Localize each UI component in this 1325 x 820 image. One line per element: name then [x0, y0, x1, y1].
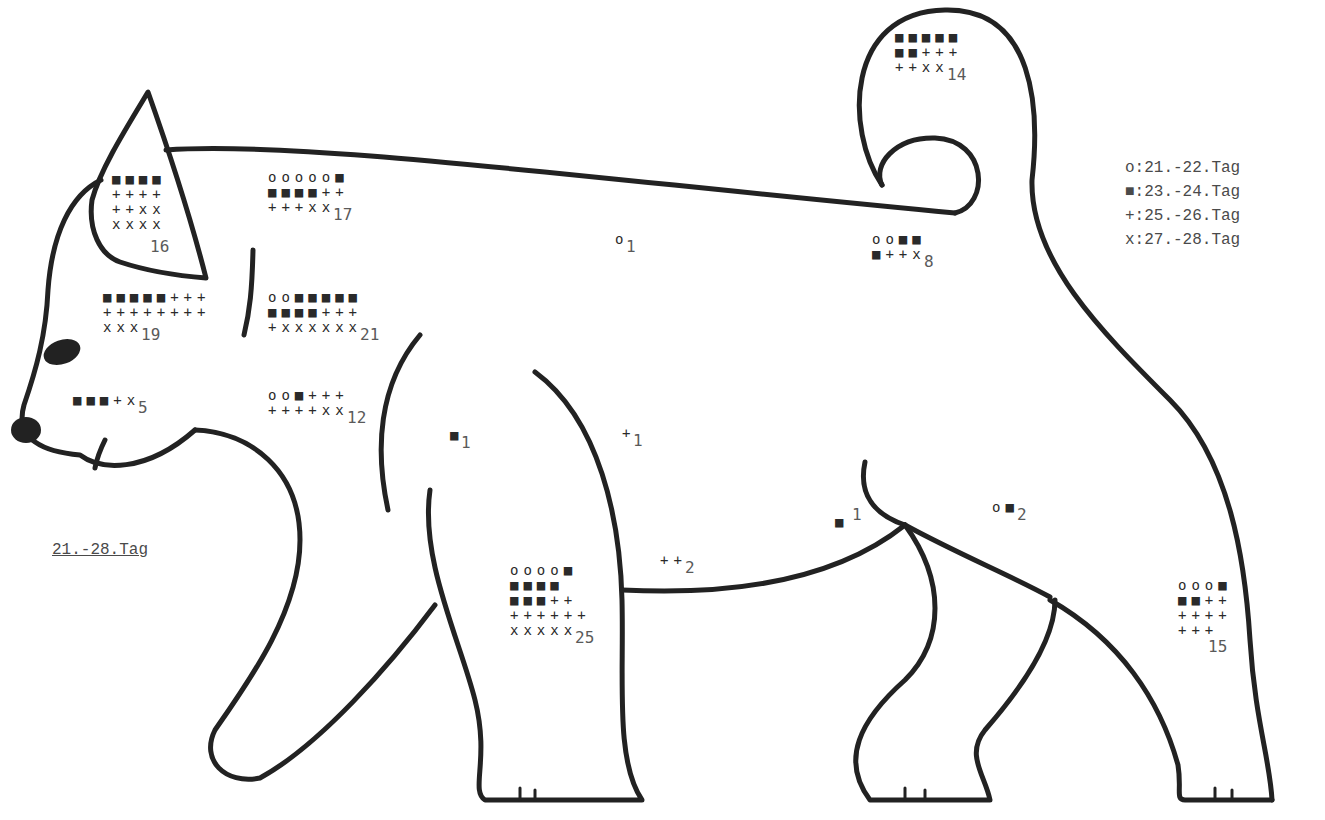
legend-entry: x:27.-28.Tag	[1125, 230, 1240, 250]
cheek-line	[244, 250, 253, 335]
count-number: 1	[626, 238, 636, 256]
symbol-row: +xxxxxx	[268, 320, 362, 335]
symbol-row: ■■+++	[895, 45, 962, 60]
far-hind-leg	[1050, 600, 1272, 800]
count-number: 5	[138, 399, 148, 417]
symbol-row: oo■+++	[268, 388, 349, 403]
symbol-row: ■	[835, 515, 848, 530]
symbol-row: ■■■++	[510, 593, 577, 608]
legend-entry: o:21.-22.Tag	[1125, 158, 1240, 178]
symbol-row: ■■■■■	[895, 30, 962, 45]
period-title: 21.-28.Tag	[52, 540, 148, 560]
symbol-row: ■■■+x	[73, 393, 140, 408]
count-number: 8	[924, 253, 934, 271]
head-outline	[22, 180, 195, 465]
symbol-row: ++++++++	[103, 305, 210, 320]
eye	[40, 334, 84, 370]
symbol-row: oo■■■■■	[268, 290, 362, 305]
symbol-row: ■■■■■+++	[103, 290, 210, 305]
tail-and-rump	[859, 10, 1272, 800]
near-hind-leg	[856, 525, 1055, 800]
legend-entry: +:25.-26.Tag	[1125, 206, 1240, 226]
count-number: 1	[633, 432, 643, 450]
count-number: 12	[347, 409, 366, 427]
legend-entry: ■:23.-24.Tag	[1125, 182, 1240, 202]
count-number: 1	[852, 506, 862, 524]
ear-outline	[91, 92, 206, 278]
near-front-leg	[428, 372, 642, 800]
symbol-row: ooooo■	[268, 170, 349, 185]
symbol-row: ■■■■++	[268, 185, 349, 200]
count-number: 19	[141, 326, 160, 344]
thigh-line	[863, 462, 905, 525]
symbol-row: xxxxx	[510, 623, 577, 638]
symbol-row: +++xx	[268, 200, 335, 215]
nose	[11, 417, 41, 443]
symbol-row: ++	[660, 553, 687, 568]
mouth-line	[95, 440, 105, 468]
shoulder-line	[381, 335, 420, 510]
tail-curl	[880, 138, 979, 213]
symbol-row: ++++	[1178, 608, 1232, 623]
symbol-row: ■++x	[872, 247, 926, 262]
symbol-row: ■■■■	[112, 172, 166, 187]
symbol-row: ++++xx	[268, 403, 349, 418]
symbol-row: oooo■	[510, 563, 577, 578]
count-number: 2	[685, 559, 695, 577]
symbol-row: +++	[1178, 623, 1218, 638]
count-number: 15	[1208, 638, 1227, 656]
belly-line	[622, 525, 905, 591]
symbol-row: ++++++	[510, 608, 591, 623]
symbol-row: ooo■	[1178, 578, 1232, 593]
groin-line	[905, 525, 1050, 597]
count-number: 1	[461, 434, 471, 452]
count-number: 14	[947, 66, 966, 84]
count-number: 2	[1017, 506, 1027, 524]
symbol-row: ++xx	[895, 60, 949, 75]
count-number: 25	[575, 629, 594, 647]
count-number: 21	[360, 326, 379, 344]
count-number: 16	[150, 238, 169, 256]
symbol-row: ■■■■	[510, 578, 564, 593]
far-front-leg	[195, 430, 435, 779]
symbol-row: ++xx	[112, 202, 166, 217]
symbol-row: xxxx	[112, 217, 166, 232]
count-number: 17	[333, 206, 352, 224]
symbol-row: ■■■■+++	[268, 305, 362, 320]
symbol-row: o■	[992, 500, 1019, 515]
symbol-row: ■■++	[1178, 593, 1232, 608]
symbol-row: ++++	[112, 187, 166, 202]
symbol-row: xxx	[103, 320, 143, 335]
toe-marks	[520, 788, 1232, 800]
symbol-row: oo■■	[872, 232, 926, 247]
